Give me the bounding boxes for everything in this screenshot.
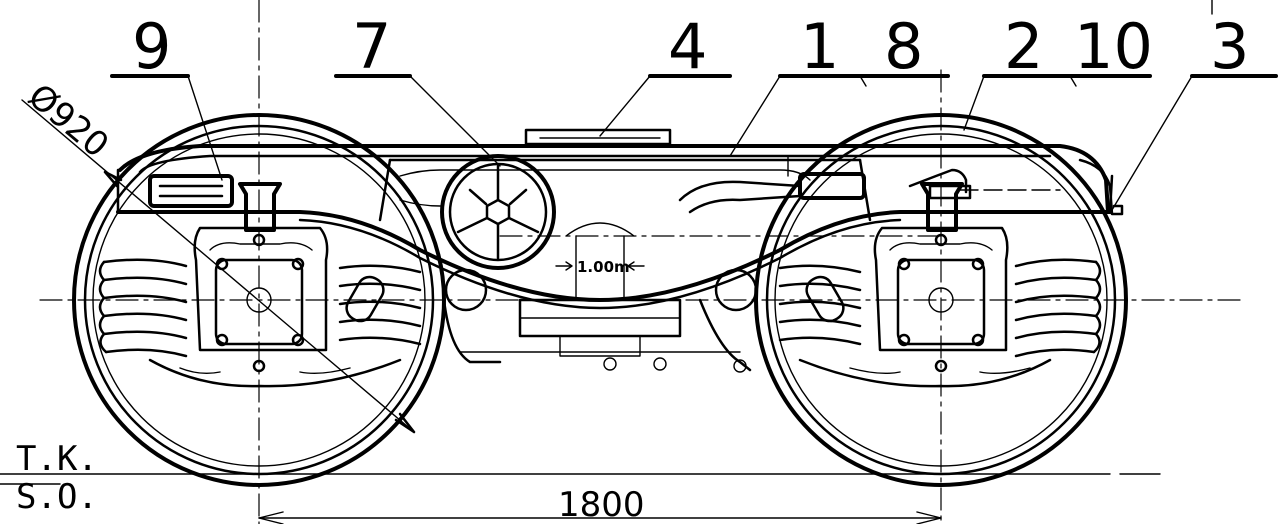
brake-wheel	[440, 154, 556, 270]
right-axlebox	[873, 182, 1009, 373]
right-lower-beam	[798, 358, 1052, 388]
center-mark-label: 1.00m	[577, 258, 630, 276]
part-10-component	[908, 168, 972, 200]
left-inner-spring	[338, 264, 422, 346]
center-pivot	[524, 128, 672, 146]
part-8-component	[678, 155, 866, 214]
right-inner-spring	[778, 264, 862, 346]
callout-2: 2	[1004, 10, 1043, 83]
top-of-rail-label: T.K.	[16, 439, 98, 479]
reference-lines	[0, 473, 1161, 485]
right-outer-spring	[1014, 258, 1102, 358]
callout-leaders	[110, 0, 1278, 211]
left-lower-beam	[148, 358, 402, 388]
wheelbase-value: 1800	[558, 485, 645, 524]
wheel-diameter-label: Ø920	[20, 76, 116, 166]
callout-9: 9	[132, 10, 171, 83]
callout-10: 10	[1074, 10, 1153, 83]
left-axlebox	[193, 182, 329, 373]
callout-3: 3	[1210, 10, 1249, 83]
callout-7: 7	[352, 10, 391, 83]
reference-label: S.O.	[16, 477, 98, 517]
callout-1: 1	[800, 10, 839, 83]
callout-4: 4	[668, 10, 707, 83]
part-9-component	[148, 174, 234, 208]
center-mark-arrows	[555, 261, 645, 271]
bogie-frame	[116, 144, 1124, 310]
left-outer-spring	[98, 258, 188, 358]
callout-8: 8	[884, 10, 923, 83]
central-equipment	[442, 222, 758, 373]
wheelbase-dimension	[258, 511, 942, 524]
